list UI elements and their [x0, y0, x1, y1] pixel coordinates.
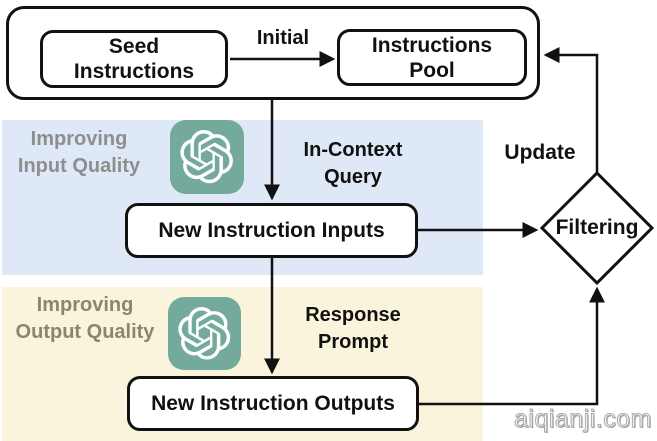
new-instruction-outputs-node: New Instruction Outputs [127, 376, 419, 431]
query-label-line1: In-Context [303, 139, 403, 161]
query-label-line2: Query [324, 166, 382, 188]
improving-output-quality-title: Improving Output Quality [4, 292, 166, 346]
improving-output-title-line2: Output Quality [15, 321, 155, 343]
seed-instructions-label-line1: Seed [108, 35, 160, 58]
improving-input-quality-title: Improving Input Quality [4, 126, 154, 180]
seed-instructions-label-line2: Instructions [73, 60, 195, 83]
filtering-diamond [539, 170, 655, 286]
new-instruction-inputs-node: New Instruction Inputs [125, 203, 418, 258]
openai-flower-glyph [180, 130, 234, 184]
filtering-label: Filtering [555, 216, 639, 239]
response-label-line1: Response [305, 304, 401, 326]
improving-output-title-line1: Improving [36, 294, 134, 316]
openai-flower-glyph [178, 307, 231, 360]
update-arrow-label: Update [504, 141, 576, 164]
initial-arrow-label: Initial [256, 27, 310, 49]
arrow-outputs-to-filtering [419, 286, 606, 406]
improving-input-title-line2: Input Quality [17, 155, 141, 177]
improving-input-title-line1: Improving [30, 128, 128, 150]
arrow-filtering-update-to-pool [543, 46, 599, 173]
response-label-line2: Prompt [318, 331, 388, 353]
instructions-pool-label-line2: Pool [409, 58, 455, 82]
instructions-pool-node: Instructions Pool [337, 29, 527, 86]
in-context-query-label: In-Context Query [287, 137, 419, 191]
instructions-pool-label-line1: Instructions [371, 33, 493, 57]
seed-instructions-node: Seed Instructions [40, 30, 228, 88]
openai-logo-icon-input [170, 120, 244, 194]
openai-logo-icon-output [168, 297, 241, 370]
watermark-text: aiqianji.com [513, 405, 653, 434]
response-prompt-label: Response Prompt [287, 302, 419, 356]
